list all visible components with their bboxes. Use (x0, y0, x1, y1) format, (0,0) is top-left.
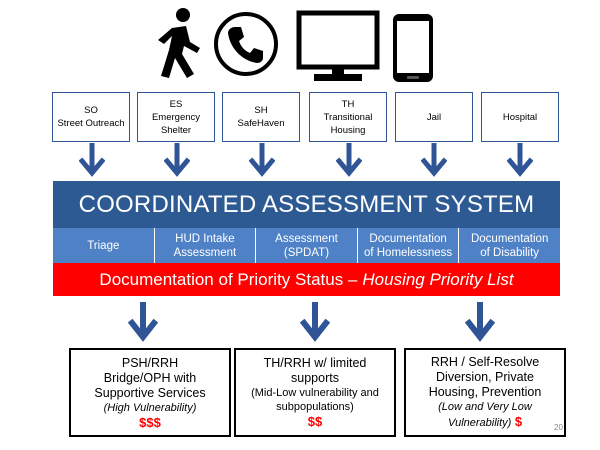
step-label: Documentation (470, 232, 549, 245)
entry-box-transitional-housing: TH Transitional Housing (309, 92, 387, 142)
step-label-2: of Homelessness (363, 246, 453, 259)
system-title: COORDINATED ASSESSMENT SYSTEM (78, 190, 535, 218)
vulnerability-label-2: Vulnerability) (447, 417, 512, 429)
entry-label-2: Housing (330, 124, 366, 136)
down-arrow-icon (421, 143, 447, 177)
outcome-line: supports (291, 371, 339, 385)
entry-label: Street Outreach (57, 118, 125, 129)
step-label-2: of Disability (480, 246, 540, 259)
cost-indicator: $$ (307, 414, 323, 429)
step-hud-intake: HUD Intake Assessment (154, 228, 257, 263)
entry-box-safehaven: SH SafeHaven (222, 92, 300, 142)
step-label: Triage (87, 239, 120, 252)
step-label-2: (SPDAT) (283, 246, 330, 259)
entry-label-2: Shelter (160, 124, 192, 136)
outcome-line: Bridge/OPH with (103, 370, 197, 385)
outcome-line: TH/RRH w/ limited (263, 356, 367, 370)
priority-status-bar: Documentation of Priority Status – Housi… (53, 263, 560, 296)
down-arrow-icon (249, 143, 275, 177)
step-label: HUD Intake (175, 232, 235, 245)
outcome-line: Supportive Services (94, 385, 206, 400)
down-arrow-icon (300, 302, 330, 342)
priority-list-label: Housing Priority List (362, 269, 514, 289)
entry-code: ES (169, 98, 183, 110)
down-arrow-icon (336, 143, 362, 177)
cost-indicator: $ (514, 414, 523, 429)
down-arrow-icon (507, 143, 533, 177)
entry-label: Jail (426, 111, 442, 123)
walking-person-icon (150, 6, 206, 82)
down-arrow-icon (465, 302, 495, 342)
priority-text: Documentation of Priority Status – (99, 269, 358, 289)
assessment-steps-row: Triage HUD Intake Assessment Assessment … (53, 228, 560, 263)
entry-box-street-outreach: SO Street Outreach (52, 92, 130, 142)
step-triage: Triage (53, 228, 155, 263)
entry-label: SafeHaven (237, 118, 285, 129)
vulnerability-label: (Low and Very Low (438, 401, 532, 413)
cost-indicator: $$$ (139, 414, 161, 430)
outcome-box-low-vulnerability: RRH / Self-Resolve Diversion, Private Ho… (404, 348, 566, 437)
outcome-line: Housing, Prevention (428, 385, 542, 399)
vulnerability-label: (Mid-Low vulnerability and (251, 387, 379, 399)
monitor-icon (296, 10, 380, 84)
step-label: Documentation (369, 232, 447, 245)
step-spdat: Assessment (SPDAT) (256, 228, 358, 263)
step-label: Assessment (275, 232, 338, 245)
outcome-line: Diversion, Private (436, 370, 534, 384)
step-documentation-disability: Documentation of Disability (459, 228, 560, 263)
entry-label: Emergency (151, 111, 201, 123)
down-arrow-icon (164, 143, 190, 177)
entry-label: Hospital (502, 111, 538, 123)
vulnerability-label-2: subpopulations) (276, 401, 354, 413)
outcome-line: PSH/RRH (121, 355, 179, 370)
outcome-line: RRH / Self-Resolve (430, 355, 540, 369)
vulnerability-label: (High Vulnerability) (103, 401, 197, 414)
page-number: 20 (554, 423, 563, 432)
smartphone-icon (392, 13, 434, 83)
entry-box-hospital: Jail Hospital (481, 92, 559, 142)
down-arrow-icon (79, 143, 105, 177)
outcome-box-high-vulnerability: PSH/RRH Bridge/OPH with Supportive Servi… (69, 348, 231, 437)
entry-box-emergency-shelter: ES Emergency Shelter (137, 92, 215, 142)
entry-code: SH (254, 105, 268, 116)
system-title-banner: COORDINATED ASSESSMENT SYSTEM (53, 181, 560, 228)
step-label-2: Assessment (173, 246, 237, 259)
phone-icon (213, 11, 279, 77)
down-arrow-icon (128, 302, 158, 342)
entry-code: TH (341, 98, 355, 110)
step-documentation-homelessness: Documentation of Homelessness (357, 228, 460, 263)
entry-box-jail: Jail (395, 92, 473, 142)
entry-code: SO (84, 105, 98, 116)
entry-label: Transitional (323, 111, 373, 123)
outcome-box-mid-low-vulnerability: TH/RRH w/ limited supports (Mid-Low vuln… (234, 348, 396, 437)
